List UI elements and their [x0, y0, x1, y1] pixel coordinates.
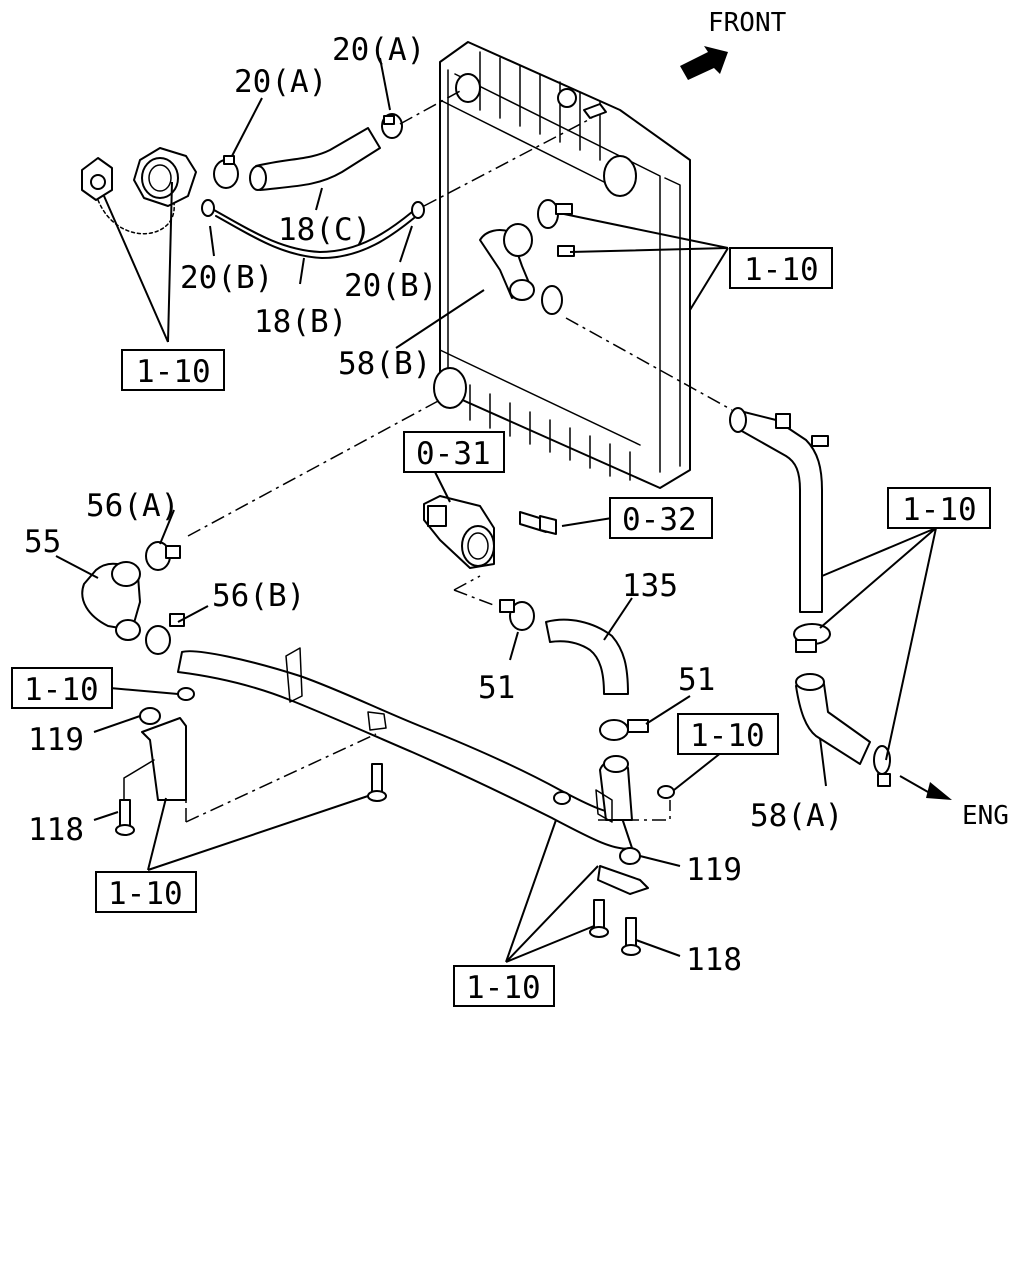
hose-18c: [255, 127, 381, 191]
hose-58a-upper: [735, 409, 823, 613]
clamp-20a-left: [213, 155, 239, 189]
clamp-56a: [145, 541, 181, 571]
label-51-right: 51: [678, 662, 715, 698]
bolt-0-32: [519, 511, 557, 535]
ref-box-0-32: [609, 497, 713, 539]
ref-box-radiator: [729, 247, 833, 289]
thermostat-housing: [423, 495, 495, 569]
ref-left-bracket-text[interactable]: 1-10: [108, 876, 183, 912]
bolt-118-right: [621, 917, 641, 956]
label-55: 55: [24, 524, 61, 560]
label-119-left: 119: [28, 722, 84, 758]
clamp-upper-right: [537, 199, 573, 229]
water-pipe: [177, 650, 633, 850]
ref-cap-text[interactable]: 1-10: [136, 354, 211, 390]
label-20a-top: 20(A): [332, 32, 425, 68]
front-label: FRONT: [708, 8, 787, 38]
bolt-118-left: [115, 799, 135, 836]
label-135: 135: [622, 568, 678, 604]
bracket-right: [597, 865, 649, 895]
label-58a: 58(A): [750, 798, 843, 834]
bolt-right-a: [589, 899, 609, 938]
ref-bottom-text[interactable]: 1-10: [466, 970, 541, 1006]
ref-box-lower-right: [887, 487, 991, 529]
hose-18b: [213, 209, 413, 253]
label-20b-left: 20(B): [180, 260, 273, 296]
ref-lower-right-text[interactable]: 1-10: [902, 492, 977, 528]
radiator: [433, 41, 691, 489]
clamp-58a-mid: [793, 623, 831, 653]
nut-right-top: [657, 785, 675, 799]
eng-label: ENG: [962, 801, 1009, 831]
ref-0-32-text[interactable]: 0-32: [622, 502, 697, 538]
nut-center: [553, 791, 571, 805]
ref-box-bottom: [453, 965, 555, 1007]
hose-135: [545, 618, 629, 695]
reservoir-cap: [81, 147, 197, 235]
clamp-51-left: [499, 599, 535, 631]
bolt-center: [367, 763, 387, 802]
clamp-20a-top: [381, 113, 403, 139]
ref-box-right-nut: [677, 713, 779, 755]
ref-0-31-text[interactable]: 0-31: [416, 436, 491, 472]
ref-box-left-bracket: [95, 871, 197, 913]
label-56a: 56(A): [86, 488, 179, 524]
nut-119-right: [619, 847, 641, 865]
clamp-56b: [145, 613, 185, 655]
ref-box-cap: [121, 349, 225, 391]
label-118-right: 118: [686, 942, 742, 978]
ref-radiator-text[interactable]: 1-10: [744, 252, 819, 288]
bracket-left: [141, 717, 187, 801]
clamp-20b-right: [411, 201, 425, 219]
label-18b: 18(B): [254, 304, 347, 340]
ref-left-nut-text[interactable]: 1-10: [24, 672, 99, 708]
label-56b: 56(B): [212, 578, 305, 614]
label-58b: 58(B): [338, 346, 431, 382]
ref-right-nut-text[interactable]: 1-10: [690, 718, 765, 754]
clamp-51-right: [599, 719, 649, 741]
clamp-58a-end: [873, 745, 891, 787]
label-51-left: 51: [478, 670, 515, 706]
eng-arrow-icon: [926, 782, 952, 800]
label-118-left: 118: [28, 812, 84, 848]
nut-left-top: [177, 687, 195, 701]
ref-box-left-nut: [11, 667, 113, 709]
label-119-right: 119: [686, 852, 742, 888]
ref-box-0-31: [403, 431, 505, 473]
label-20b-right: 20(B): [344, 268, 437, 304]
label-20a-left: 20(A): [234, 64, 327, 100]
nut-119-left: [139, 707, 161, 725]
clamp-20b-left: [201, 199, 215, 217]
front-arrow-icon: [680, 46, 728, 80]
label-18c: 18(C): [278, 212, 371, 248]
